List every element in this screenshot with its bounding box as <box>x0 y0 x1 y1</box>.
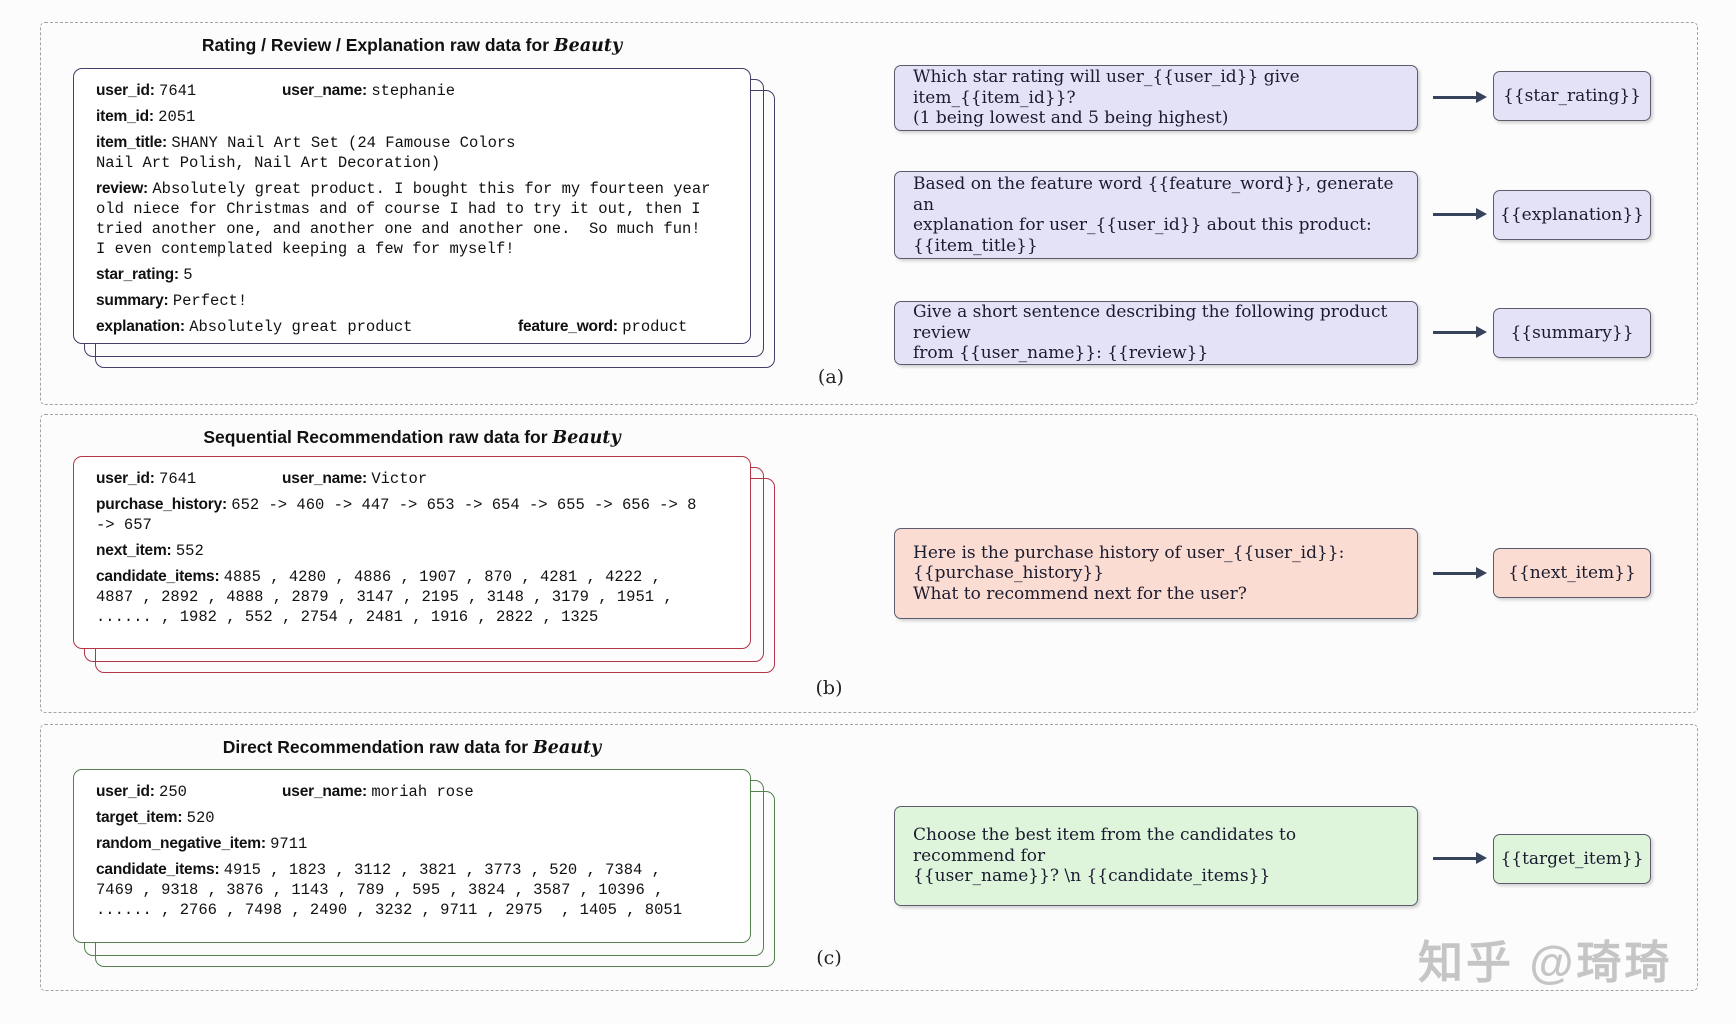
raw-data-card-stack-a: user_id: 7641 user_name: stephanie item_i… <box>73 68 775 368</box>
field-user-name: user_name: stephanie <box>282 82 456 100</box>
arrow-icon <box>1433 852 1487 863</box>
section-direct-recommendation: Direct Recommendation raw data for Beaut… <box>40 724 1698 991</box>
field-row: user_id: 7641 user_name: stephanie <box>96 81 728 101</box>
field-user-name: user_name: Victor <box>282 470 428 488</box>
raw-data-card-b: user_id: 7641 user_name: Victor purchase_… <box>73 456 751 649</box>
output-box-star-rating: {{star_rating}} <box>1493 71 1651 121</box>
zhihu-watermark: 知乎 @琦琦 <box>1418 937 1673 988</box>
raw-data-card-c: user_id: 250 user_name: moriah rose targe… <box>73 769 751 943</box>
field-row: explanation: Absolutely great product fea… <box>96 317 728 337</box>
prompt-box-next-item: Here is the purchase history of user_{{u… <box>894 528 1418 619</box>
field-candidate-items: candidate_items: 4915 , 1823 , 3112 , 38… <box>96 861 682 919</box>
subfigure-label-b: (b) <box>815 677 843 699</box>
dataset-name: Beauty <box>532 738 602 758</box>
field-review: review: Absolutely great product. I boug… <box>96 180 711 258</box>
field-random-negative-item: random_negative_item: 9711 <box>96 835 308 853</box>
field-star-rating: star_rating: 5 <box>96 266 193 284</box>
field-summary: summary: Perfect! <box>96 292 248 310</box>
arrow-icon <box>1433 208 1487 219</box>
field-row: user_id: 250 user_name: moriah rose <box>96 782 728 802</box>
field-target-item: target_item: 520 <box>96 809 215 827</box>
section-a-title: Rating / Review / Explanation raw data f… <box>73 35 751 56</box>
section-a-title-text: Rating / Review / Explanation raw data f… <box>201 35 554 55</box>
field-candidate-items: candidate_items: 4885 , 4280 , 4886 , 19… <box>96 568 673 626</box>
arrow-icon <box>1433 567 1487 578</box>
field-purchase-history: purchase_history: 652 -> 460 -> 447 -> 6… <box>96 496 697 534</box>
section-sequential-recommendation: Sequential Recommendation raw data for B… <box>40 414 1698 713</box>
prompt-box-target-item: Choose the best item from the candidates… <box>894 806 1418 906</box>
prompt-box-star-rating: Which star rating will user_{{user_id}} … <box>894 65 1418 131</box>
field-user-id: user_id: 7641 <box>96 470 197 488</box>
output-box-explanation: {{explanation}} <box>1493 190 1651 240</box>
subfigure-label-c: (c) <box>816 947 842 969</box>
field-user-id: user_id: 7641 <box>96 82 197 100</box>
section-c-title: Direct Recommendation raw data for Beaut… <box>73 737 751 758</box>
raw-data-card-stack-c: user_id: 250 user_name: moriah rose targe… <box>73 769 775 967</box>
output-box-target-item: {{target_item}} <box>1493 834 1651 884</box>
section-b-title: Sequential Recommendation raw data for B… <box>73 427 751 448</box>
subfigure-label-a: (a) <box>817 366 845 388</box>
field-item-title: item_title: SHANY Nail Art Set (24 Famou… <box>96 134 516 172</box>
field-user-name: user_name: moriah rose <box>282 783 474 801</box>
dataset-name: Beauty <box>552 428 621 448</box>
field-next-item: next_item: 552 <box>96 542 204 560</box>
field-item-id: item_id: 2051 <box>96 108 196 126</box>
raw-data-card-stack-b: user_id: 7641 user_name: Victor purchase_… <box>73 456 775 673</box>
field-explanation: explanation: Absolutely great product <box>96 318 413 336</box>
section-c-title-text: Direct Recommendation raw data for <box>222 737 533 757</box>
prompt-box-summary: Give a short sentence describing the fol… <box>894 301 1418 365</box>
section-rating-review-explanation: Rating / Review / Explanation raw data f… <box>40 22 1698 405</box>
arrow-icon <box>1433 326 1487 337</box>
output-box-summary: {{summary}} <box>1493 308 1651 358</box>
field-row: user_id: 7641 user_name: Victor <box>96 469 728 489</box>
field-feature-word: feature_word: product <box>518 318 688 336</box>
field-user-id: user_id: 250 <box>96 783 187 801</box>
output-box-next-item: {{next_item}} <box>1493 548 1651 598</box>
arrow-icon <box>1433 91 1487 102</box>
section-b-title-text: Sequential Recommendation raw data for <box>203 427 553 447</box>
raw-data-card-a: user_id: 7641 user_name: stephanie item_i… <box>73 68 751 344</box>
dataset-name: Beauty <box>553 36 623 56</box>
prompt-box-explanation: Based on the feature word {{feature_word… <box>894 171 1418 259</box>
